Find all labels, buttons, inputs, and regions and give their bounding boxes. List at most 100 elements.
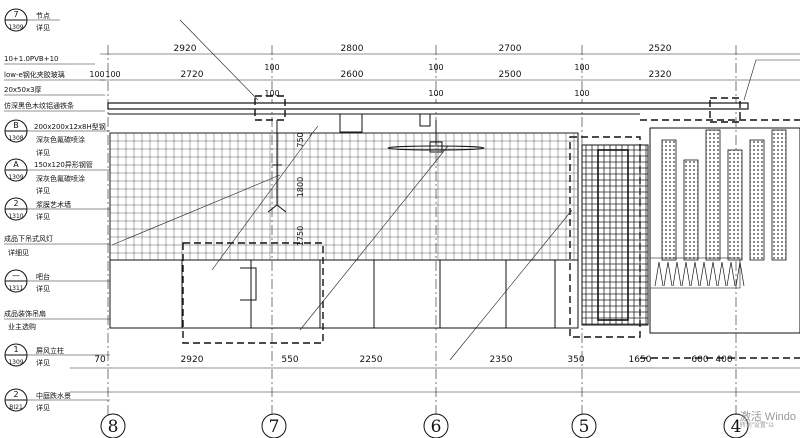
ceiling-fan — [387, 120, 485, 153]
svg-text:4: 4 — [731, 417, 742, 437]
svg-text:—: — — [12, 271, 20, 280]
svg-text:2700: 2700 — [499, 44, 522, 54]
svg-text:7: 7 — [13, 10, 18, 19]
note-lamp-sub: 详细见 — [8, 248, 29, 257]
svg-text:B: B — [13, 121, 19, 130]
section-tag-2-bi21: 2 BI21 中庭跌水景 详见 — [4, 388, 110, 412]
svg-text:详见: 详见 — [36, 148, 50, 157]
bar-counter-outline — [182, 242, 324, 344]
svg-text:100: 100 — [264, 89, 279, 98]
lower-wall — [109, 259, 579, 329]
note-glass: 10+1.0PVB+10 — [4, 55, 59, 63]
note-wood: 仿深黑色木纹铝通铁条 — [4, 101, 74, 110]
roof-beam — [107, 102, 749, 133]
leader-lines — [111, 19, 800, 361]
svg-text:350: 350 — [567, 355, 584, 365]
axis-7: 7 — [261, 413, 287, 438]
dimension-row-bottom: 70 2920 550 2250 2350 350 1650 600 400 — [70, 355, 800, 393]
detail-box-4 — [709, 97, 741, 123]
svg-text:A: A — [13, 160, 19, 169]
note-screen: 成品装饰吊扇 — [4, 309, 46, 318]
screen-column-outline — [569, 136, 641, 338]
dimension-row-1: 2920 2800 2700 2520 — [100, 44, 800, 55]
note-screen-sub: 业主选购 — [8, 322, 36, 331]
svg-text:深灰色氟碳喷涂: 深灰色氟碳喷涂 — [36, 174, 85, 183]
watermark-line2: 转到"设置"以 — [739, 423, 775, 430]
svg-text:详见: 详见 — [36, 358, 50, 367]
feature-wall — [649, 127, 800, 334]
note-lamp: 成品下吊式风灯 — [4, 234, 53, 243]
section-tag-b-1308: B 1308 200x200x12x8H型钢 深灰色氟碳喷涂 详见 — [4, 119, 110, 157]
svg-text:详见: 详见 — [36, 284, 50, 293]
lattice-screen — [581, 144, 649, 326]
dimension-row-2: 100 100 100 100 100 100 100 100 2720 260… — [89, 63, 800, 98]
svg-text:1: 1 — [13, 345, 18, 354]
hanging-lamp — [267, 120, 287, 213]
svg-text:2600: 2600 — [341, 70, 364, 80]
svg-text:600: 600 — [691, 355, 708, 365]
svg-text:400: 400 — [715, 355, 732, 365]
svg-text:节点: 节点 — [36, 12, 50, 20]
svg-text:BI21: BI21 — [9, 404, 23, 411]
svg-text:2250: 2250 — [360, 355, 383, 365]
svg-text:100: 100 — [574, 89, 589, 98]
section-tag-7-1309: 7 1309 节点 详见 — [4, 8, 60, 32]
axis-4: 4 — [723, 413, 749, 438]
svg-text:详见: 详见 — [36, 403, 50, 412]
note-glass2: low-e钢化夹胶玻璃 — [4, 70, 65, 79]
axis-5: 5 — [571, 413, 597, 438]
svg-text:6: 6 — [431, 417, 442, 437]
svg-text:7: 7 — [269, 417, 280, 437]
svg-text:5: 5 — [579, 417, 590, 437]
svg-text:深灰色氟碳喷涂: 深灰色氟碳喷涂 — [36, 135, 85, 144]
axis-bubbles: 8 7 6 5 4 — [100, 413, 749, 438]
svg-text:详见: 详见 — [36, 186, 50, 195]
svg-text:1750: 1750 — [296, 226, 305, 246]
axis-6: 6 — [423, 413, 449, 438]
svg-text:70: 70 — [94, 355, 106, 365]
svg-text:详见: 详见 — [36, 212, 50, 221]
svg-text:1309: 1309 — [8, 174, 23, 181]
svg-text:2: 2 — [13, 199, 18, 208]
svg-text:2800: 2800 — [341, 44, 364, 54]
svg-text:2720: 2720 — [181, 70, 204, 80]
svg-text:550: 550 — [281, 355, 298, 365]
svg-text:150x120异形钢管: 150x120异形钢管 — [34, 160, 93, 169]
svg-text:2320: 2320 — [649, 70, 672, 80]
windows-activation-watermark: 激活 Windo 转到"设置"以 — [740, 411, 796, 430]
axis-8: 8 — [100, 413, 126, 438]
glass-grid-panel — [109, 132, 579, 261]
svg-text:吧台: 吧台 — [36, 272, 50, 281]
svg-text:1309: 1309 — [8, 359, 23, 366]
svg-text:200x200x12x8H型钢: 200x200x12x8H型钢 — [34, 122, 106, 131]
svg-text:1310: 1310 — [8, 213, 23, 220]
svg-text:1308: 1308 — [8, 135, 23, 142]
section-tag-dash-1311: — 1311 吧台 详见 — [4, 269, 110, 293]
svg-text:100: 100 — [428, 89, 443, 98]
svg-text:详见: 详见 — [36, 23, 50, 32]
watermark-line1: 激活 Windo — [739, 411, 796, 424]
svg-text:1309: 1309 — [8, 24, 23, 31]
section-tag-a-1309: A 1309 150x120异形钢管 深灰色氟碳喷涂 详见 — [4, 158, 110, 195]
svg-text:浆膜艺术墙: 浆膜艺术墙 — [36, 200, 71, 209]
detail-box-7 — [254, 95, 286, 121]
svg-text:2920: 2920 — [174, 44, 197, 54]
note-tube: 20x50x3厚 — [4, 86, 42, 94]
svg-text:1311: 1311 — [8, 285, 23, 292]
svg-text:750: 750 — [296, 132, 305, 147]
section-tag-1-1309: 1 1309 屏风立柱 详见 — [4, 343, 110, 367]
svg-text:1650: 1650 — [629, 355, 652, 365]
svg-text:8: 8 — [108, 417, 119, 437]
svg-text:100: 100 — [89, 70, 104, 79]
svg-text:2500: 2500 — [499, 70, 522, 80]
right-dashed-outline — [640, 119, 800, 359]
svg-text:1800: 1800 — [296, 177, 305, 197]
vertical-dims: 750 1800 1750 — [296, 132, 305, 246]
svg-text:2520: 2520 — [649, 44, 672, 54]
svg-text:2920: 2920 — [181, 355, 204, 365]
svg-text:2350: 2350 — [490, 355, 513, 365]
section-tag-2-1310: 2 1310 浆膜艺术墙 详见 — [4, 197, 110, 221]
svg-text:中庭跌水景: 中庭跌水景 — [36, 391, 71, 400]
svg-text:100: 100 — [105, 70, 120, 79]
